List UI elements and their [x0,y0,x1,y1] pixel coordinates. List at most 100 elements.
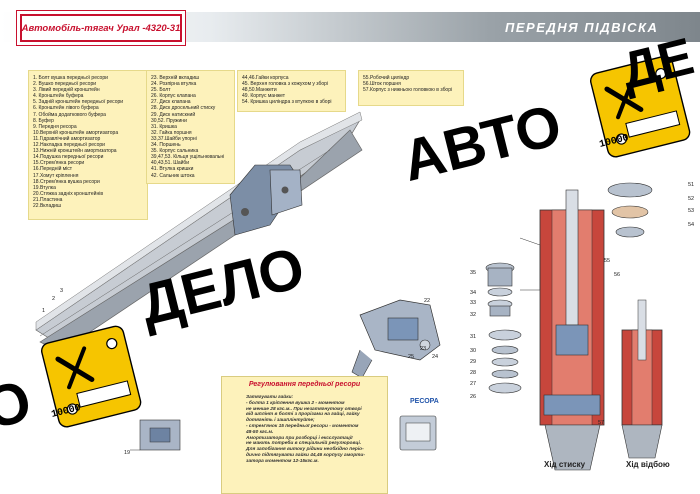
parts-list-item: 41. Втулка кришки [151,166,194,173]
parts-list-item: 1. Болт вушка передньої ресори [33,75,108,81]
parts-list-item: 44,46.Гайки корпуса [242,75,289,81]
regulation-title: Регулювання передньої ресори [248,381,361,388]
callout-number: 52 [688,196,695,202]
parts-list-item: 45. Верхня головка з кожухом у зборі [242,81,329,88]
badge-left [40,325,142,428]
parts-list-item: 55.Робочий циліндр [363,75,410,81]
parts-list-item: 27. Диск клапана [151,99,191,106]
parts-list-item: 39,47,53. Кільця ущільнювальні [151,154,225,161]
callout-number: 27 [470,381,477,387]
rebound-caption: Хід відбою [626,460,670,469]
regulation-panel: Регулювання передньої ресори Затягувати … [221,376,388,494]
page-title: Автомобіль-тягач Урал -4320-31 [21,22,181,34]
callout-number: 23 [420,346,427,352]
regulation-line: 48-50 кгс.м. [246,429,274,435]
parts-list-item: 30,52. Пружини [151,117,187,124]
parts-list-item: 42. Сальник штока [151,172,195,179]
parts-list-item: 11.Гідравлічний амортизатор [33,135,101,142]
regulation-line: дично підтягувати гайки 44,46 корпусу ам… [246,452,365,458]
piston-parts [485,262,522,394]
callout-number: 51 [688,182,695,188]
parts-list-item: 57.Корпус з нижньою головкою в зборі [363,87,453,94]
parts-list-item: 32. Гайка поршня [151,129,192,136]
bushing-detail [130,419,181,451]
parts-list-item: 12.Накладка передньої ресори [33,142,105,149]
callout-number: 3 [60,288,64,294]
regulation-line: не мають потреби в спеціальній регулюров… [246,441,362,447]
parts-list-item: 15.Стрем'янка ресори [33,160,85,167]
parts-list-item: 10.Верхній кронштейн амортизатора [33,129,119,136]
parts-list-item: 48,50.Манжети [242,87,277,94]
callout-number: 55 [604,258,611,264]
regulation-line: дотягніть і зашплінтуйте; [246,418,315,424]
regulation-line: Для запобігання витоку рідини необхідно … [246,447,364,453]
parts-list-item: 29. Диск натискний [151,111,196,118]
parts-list-item: 31. Кришка [151,123,177,130]
parts-list-item: 35. Корпус сальника [151,148,199,155]
callout-number: 28 [470,370,477,376]
regulation-line: затора моментом 12-15кгс.м. [246,458,319,464]
callout-number: 25 [408,354,415,360]
callout-number: 2 [52,296,56,302]
callout-number: 22 [424,298,431,304]
parts-list-item: 16.Передній міст [33,166,73,173]
parts-list-item: 26. Корпус клапана [151,93,196,100]
parts-list-item: 56.Шток поршня [363,81,401,88]
title-box: Автомобіль-тягач Урал -4320-31 [20,14,182,42]
parts-list-item: 8. Буфер [33,117,54,124]
parts-list-item: 24. Розпірна втулка [151,81,197,88]
buffer-bracket [229,164,303,236]
parts-list-item: 9. Передня ресора [33,123,77,130]
parts-list-item: 22.Вкладиш [33,202,61,209]
callout-number: 29 [470,359,477,365]
compression-caption: Хід стиску [544,460,586,469]
parts-list-item: 40,43,51. Шайби [151,160,190,167]
parts-list-item: 13.Нижній кронштейн амортизатора [33,148,117,155]
callout-number: 57 [598,420,605,426]
badge-top [589,55,691,158]
parts-list-item: 14.Подушка передньої ресори [33,154,104,161]
parts-list-item: 34. Поршень [151,142,181,149]
regulation-line: від шплінт в болті з прорізами на гайці,… [246,412,360,418]
parts-list-item: 4. Кронштейн буфера [33,93,84,100]
parts-list-item: 20.Стяжка задніх кронштейнів [33,190,103,197]
parts-list-item: 25. Болт [151,87,171,94]
parts-list-item: 28. Диск дросельний стиску [151,105,216,112]
callout-number: 30 [470,348,477,354]
parts-list-item: 21.Пластина [33,196,63,203]
callout-number: 31 [470,334,477,340]
parts-list-item: 2. Вушко передньої ресори [33,81,97,88]
parts-list-item: 23. Верхній вкладиш [151,75,200,81]
parts-list-item: 5. Задній кронштейн передньої ресори [33,99,124,106]
parts-list-item: 19.Втулка [33,184,56,191]
spring-detail [399,415,437,451]
parts-list-item: 54. Кришка циліндра з втулкою в зборі [242,99,332,106]
callout-number: 24 [432,354,439,360]
regulation-line: не менше 28 кгс.м.. При незатягнутому от… [246,406,362,412]
callout-number: 33 [470,300,477,306]
callout-number: 19 [124,450,131,456]
parts-list-item: 6. Кронштейн лівого буфера [33,105,99,112]
callout-number: 56 [614,272,621,278]
regulation-line: - болта 1 кріплення вушка 2 - моментом [246,400,345,406]
regulation-line: Затягувати гайки: [246,395,294,400]
callout-number: 34 [470,290,477,296]
parts-list-item: 49. Корпус манжет [242,93,286,100]
shock-absorber-small [621,299,663,459]
callout-number: 26 [470,394,477,400]
callout-number: 53 [688,208,695,214]
callout-number: 32 [470,312,477,318]
spring-label: РЕСОРА [410,398,439,405]
section-heading: ПЕРЕДНЯ ПІДВІСКА [505,20,659,35]
shock-absorber [519,189,605,471]
